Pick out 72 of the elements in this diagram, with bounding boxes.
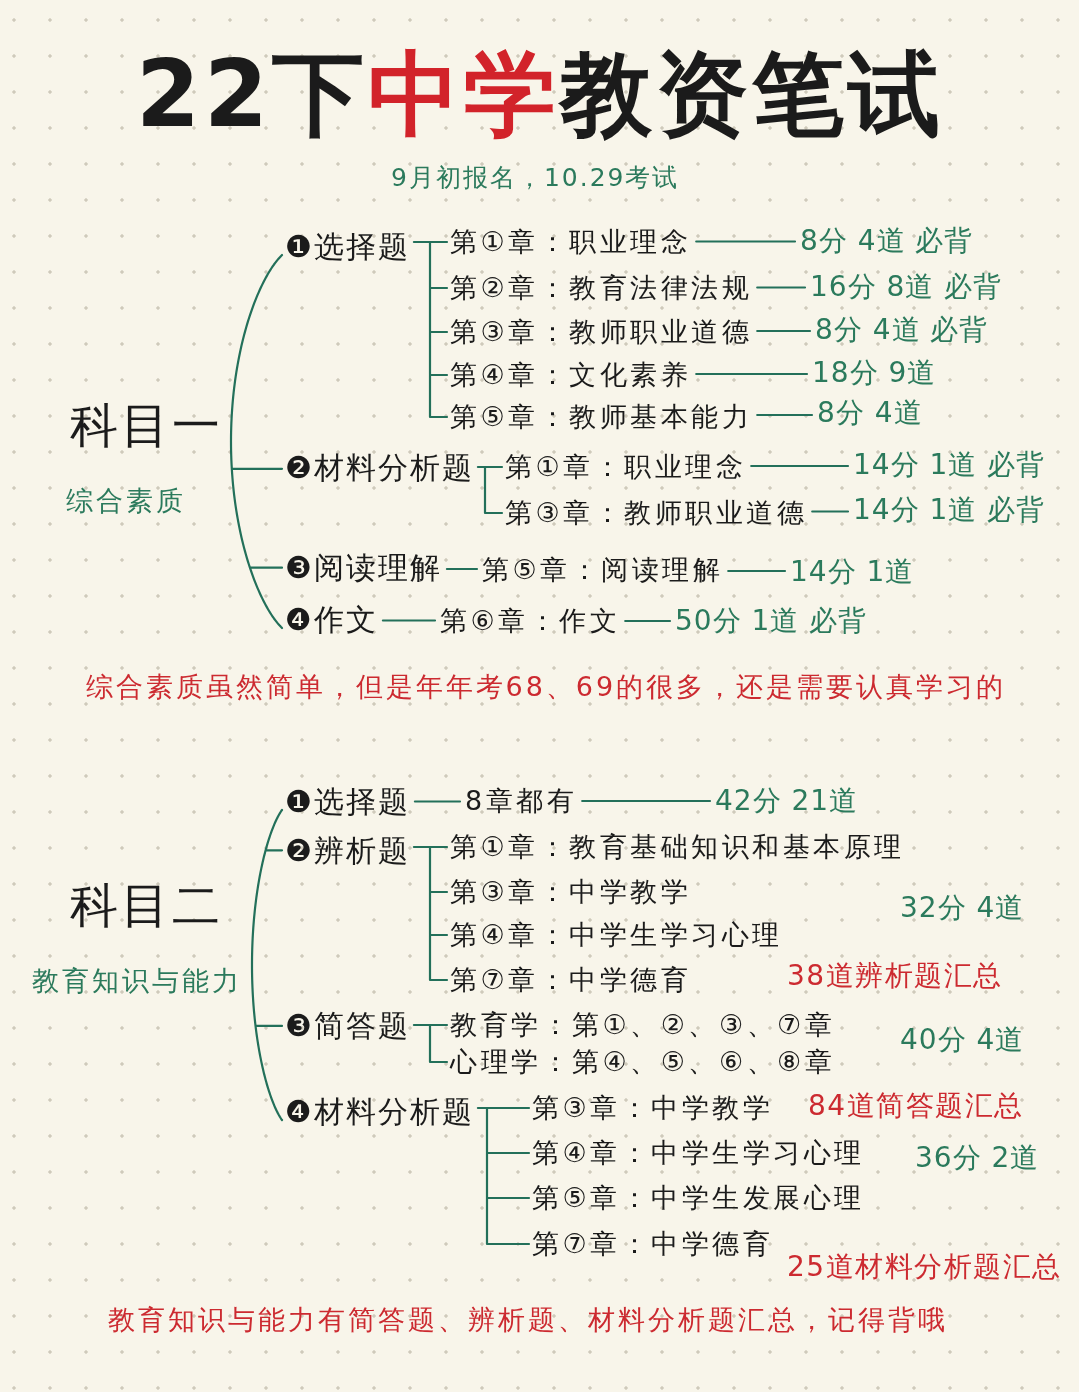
question-type-heading: ❶选择题 — [285, 228, 410, 266]
connector-line — [750, 464, 850, 468]
chapter-label: 第⑤章：中学生发展心理 — [532, 1180, 865, 1216]
note-text: 教育知识与能力有简答题、辨析题、材料分析题汇总，记得背哦 — [108, 1303, 948, 1337]
chapter-label: 第⑥章：作文 — [440, 603, 621, 639]
connector-line — [413, 800, 462, 803]
chapter-label: 第⑦章：中学德育 — [450, 962, 692, 998]
subject-subtitle: 综合素质 — [66, 484, 186, 518]
score-label: 50分 1道 必背 — [675, 603, 868, 639]
score-label: 14分 1道 必背 — [853, 492, 1046, 528]
chapter-label: 第③章：中学教学 — [450, 874, 692, 910]
score-label: 14分 1道 — [790, 554, 915, 590]
chapter-label: 第⑤章：教师基本能力 — [450, 399, 753, 435]
bracket-line — [412, 1023, 449, 1064]
chapter-label: 第④章：文化素养 — [450, 357, 692, 393]
connector-line — [756, 329, 812, 333]
chapter-label: 第③章：教师职业道德 — [450, 314, 753, 350]
question-type-heading: ❸简答题 — [285, 1007, 410, 1045]
bracket-line — [476, 1106, 531, 1246]
score-label: 36分 2道 — [915, 1140, 1040, 1176]
subject-heading: 科目二 — [70, 876, 223, 934]
summary-note: 38道辨析题汇总 — [787, 958, 1003, 994]
title: 22下中学教资笔试 — [136, 40, 945, 150]
chapter-label: 第④章：中学生学习心理 — [450, 917, 783, 953]
score-label: 14分 1道 必背 — [853, 447, 1046, 483]
chapter-label: 第①章：职业理念 — [450, 224, 692, 260]
connector-line — [695, 372, 809, 376]
chapter-label: 第③章：教师职业道德 — [505, 495, 808, 531]
question-type-heading: ❹材料分析题 — [285, 1093, 474, 1131]
bracket-line — [412, 845, 449, 982]
chapter-label: 第②章：教育法律法规 — [450, 270, 753, 306]
subject-heading: 科目一 — [70, 396, 223, 454]
bracket-line — [412, 240, 449, 419]
chapter-label: 第⑦章：中学德育 — [532, 1226, 774, 1262]
connector-line — [756, 413, 814, 417]
score-label: 42分 21道 — [715, 783, 859, 819]
connector-line — [695, 240, 797, 243]
chapter-label: 第⑤章：阅读理解 — [482, 552, 724, 588]
chapter-label: 8章都有 — [465, 783, 578, 819]
chapter-label: 第③章：中学教学 — [532, 1090, 774, 1126]
score-label: 8分 4道 — [817, 395, 923, 431]
question-type-heading: ❷辨析题 — [285, 832, 410, 870]
chapter-label: 教育学：第①、②、③、⑦章 — [450, 1007, 836, 1043]
question-type-heading: ❸阅读理解 — [285, 549, 442, 587]
curved-branch-line — [250, 808, 284, 1122]
connector-line — [624, 619, 672, 623]
score-label: 40分 4道 — [900, 1022, 1025, 1058]
chapter-label: 第①章：职业理念 — [505, 449, 747, 485]
connector-line — [727, 569, 787, 573]
chapter-label: 心理学：第④、⑤、⑥、⑧章 — [450, 1044, 836, 1080]
bracket-line — [476, 465, 504, 515]
question-type-heading: ❷材料分析题 — [285, 449, 474, 487]
connector-line — [811, 510, 850, 513]
connector-line — [756, 286, 807, 289]
summary-note: 25道材料分析题汇总 — [787, 1249, 1062, 1285]
subject-subtitle: 教育知识与能力 — [32, 964, 242, 998]
connector-line — [581, 799, 712, 803]
summary-note: 84道简答题汇总 — [808, 1088, 1024, 1124]
curved-branch-line — [229, 253, 284, 630]
question-type-heading: ❹作文 — [285, 601, 378, 639]
connector-line — [445, 567, 479, 571]
chapter-label: 第④章：中学生学习心理 — [532, 1135, 865, 1171]
note-text: 综合素质虽然简单，但是年年考68、69的很多，还是需要认真学习的 — [85, 670, 1007, 704]
score-label: 8分 4道 必背 — [800, 223, 974, 259]
chapter-label: 第①章：教育基础知识和基本原理 — [450, 829, 905, 865]
score-label: 8分 4道 必背 — [815, 312, 989, 348]
score-label: 16分 8道 必背 — [810, 269, 1003, 305]
score-label: 32分 4道 — [900, 890, 1025, 926]
score-label: 18分 9道 — [812, 355, 937, 391]
connector-line — [381, 619, 437, 622]
subtitle: 9月初报名，10.29考试 — [391, 162, 680, 194]
question-type-heading: ❶选择题 — [285, 783, 410, 821]
